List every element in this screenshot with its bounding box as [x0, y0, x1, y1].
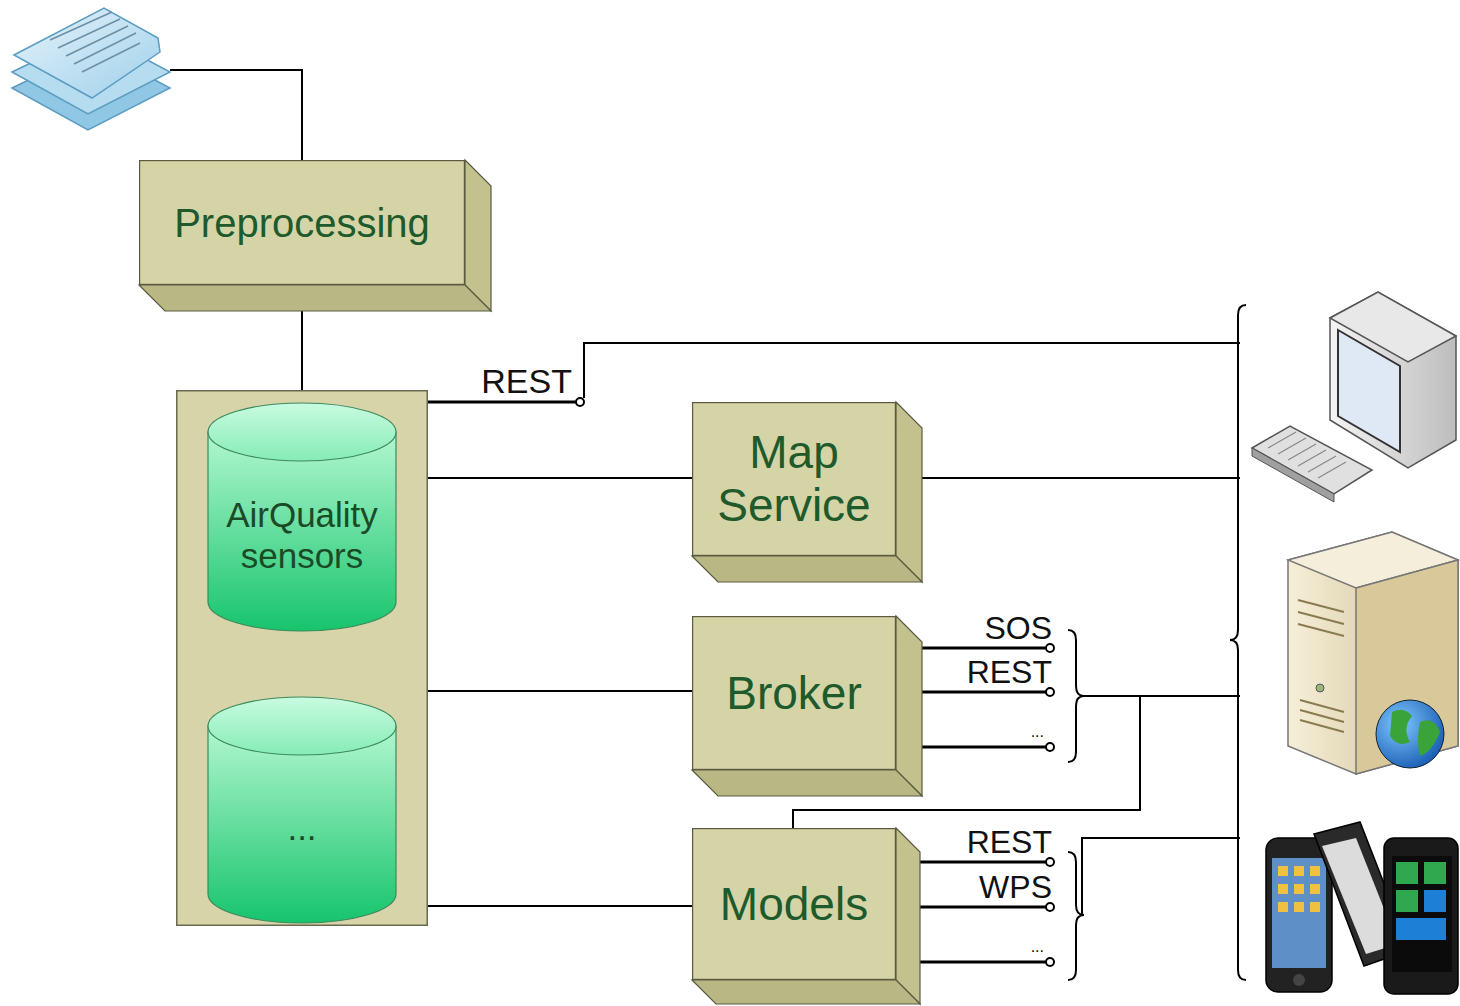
box-bottom — [692, 770, 922, 796]
protocol-label: REST — [967, 826, 1052, 858]
database-cylinder: AirQuality sensors — [207, 402, 397, 632]
database-label: ... — [287, 808, 316, 848]
database-label: AirQuality sensors — [213, 495, 391, 576]
port-circles — [576, 398, 1054, 966]
text-holder: ... — [207, 752, 397, 905]
box-label: Models — [720, 878, 868, 931]
process-box: Preprocessing — [139, 160, 491, 311]
box-face — [140, 161, 465, 285]
text-holder: AirQuality sensors — [207, 458, 397, 613]
box-bottom — [692, 980, 920, 1004]
protocol-label: WPS — [979, 871, 1052, 903]
cylinder-top — [208, 697, 396, 755]
text-holder: Preprocessing — [139, 160, 465, 285]
server-icon — [1288, 532, 1458, 774]
connector-line — [428, 905, 692, 907]
box-bottom — [692, 556, 922, 582]
text-holder: Models — [692, 828, 896, 980]
box-side — [896, 616, 922, 796]
computer-icon — [1252, 292, 1456, 502]
text-holder: Broker — [692, 616, 896, 770]
box-side — [896, 402, 922, 582]
box-label: Preprocessing — [174, 200, 430, 246]
protocol-label: SOS — [984, 612, 1052, 644]
service-box: Models — [692, 828, 920, 1004]
database-cylinder: ... — [207, 696, 397, 924]
connector-line — [301, 311, 303, 390]
protocol-label: REST — [967, 656, 1052, 688]
document-icon — [12, 8, 170, 130]
cylinder-body — [208, 432, 396, 631]
connector-line — [428, 690, 692, 692]
service-box: Broker — [692, 616, 922, 796]
ellipsis-label: ... — [1031, 939, 1044, 955]
brackets — [1068, 305, 1246, 980]
box-face — [693, 403, 896, 556]
box-label: Map Service — [704, 426, 884, 532]
text-holder: Map Service — [692, 402, 896, 556]
panel-face — [177, 391, 428, 926]
ellipsis-label: ... — [1031, 724, 1044, 740]
box-side — [896, 828, 920, 1004]
phones-icon — [1266, 822, 1458, 994]
connector-line — [428, 477, 692, 479]
protocol-label: REST — [481, 364, 572, 398]
database-group: AirQuality sensors... — [176, 390, 428, 926]
box-label: Broker — [726, 667, 861, 720]
cylinder-top — [208, 403, 396, 461]
box-bottom — [139, 285, 491, 311]
box-face — [693, 829, 896, 980]
service-box: Map Service — [692, 402, 922, 582]
box-face — [693, 617, 896, 770]
